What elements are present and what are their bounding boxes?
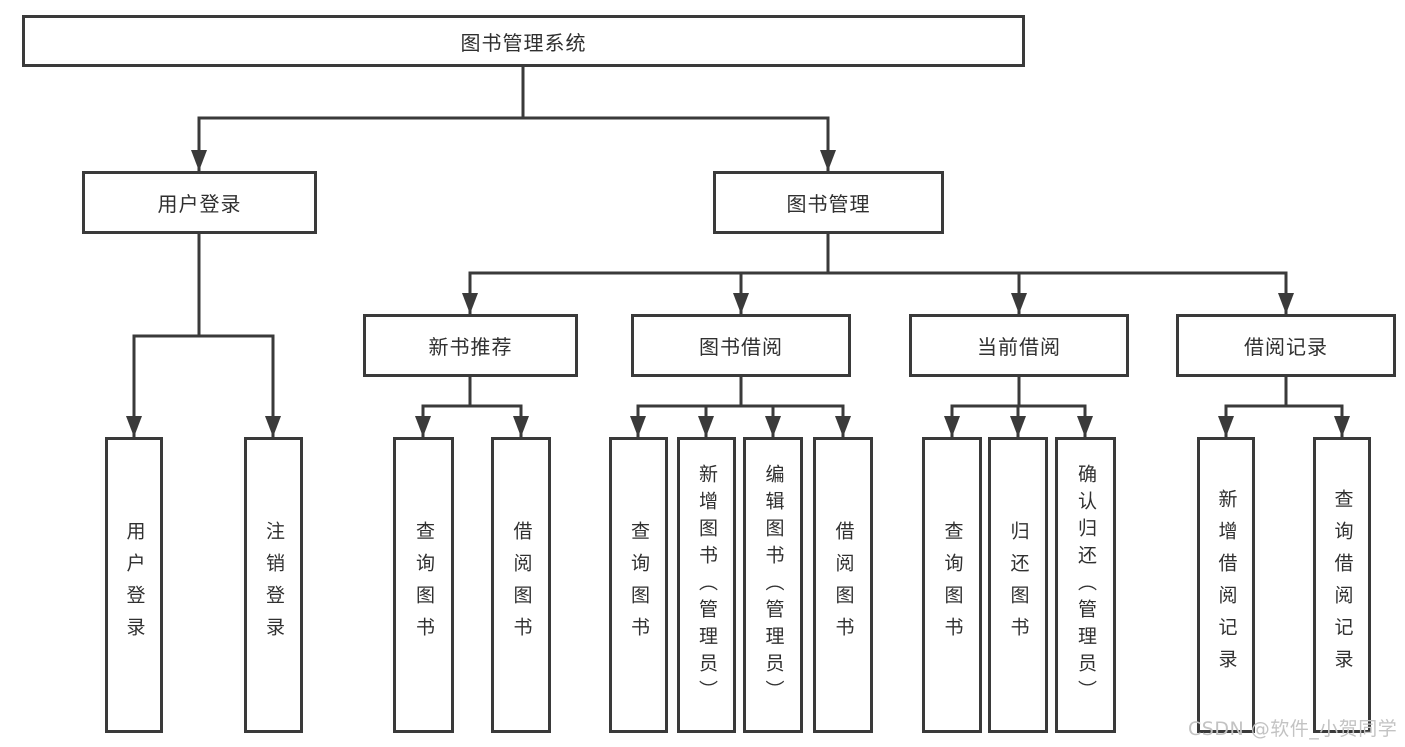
leaf-edit-books-admin: 编辑图书（管理员）	[743, 437, 803, 733]
leaf-add-borrow-record: 新增借阅记录	[1197, 437, 1255, 733]
leaf-borrow-books-borrow: 借阅图书	[813, 437, 873, 733]
arrowhead-icon	[462, 293, 478, 314]
node-label: 图书管理	[786, 192, 871, 216]
node-label: 新增借阅记录	[1215, 489, 1238, 681]
node-label: 新增图书（管理员）	[696, 463, 718, 707]
branch-borrow-records-children	[1218, 375, 1350, 439]
arrowhead-icon	[835, 416, 851, 437]
node-label: 借阅记录	[1244, 335, 1328, 359]
branch-current-borrow-children	[944, 375, 1093, 439]
node-label: 查询图书	[941, 521, 964, 649]
node-label: 用户登录	[123, 521, 146, 649]
node-label: 编辑图书（管理员）	[762, 463, 785, 707]
branch-user-login-children	[126, 232, 281, 439]
arrowhead-icon	[820, 150, 836, 171]
branch-book-borrow-children	[630, 375, 851, 439]
leaf-query-books-current: 查询图书	[922, 437, 982, 733]
node-root: 图书管理系统	[22, 15, 1025, 67]
node-label: 用户登录	[157, 192, 242, 216]
arrowhead-icon	[1011, 293, 1027, 314]
arrowhead-icon	[1218, 416, 1234, 437]
arrowhead-icon	[513, 416, 529, 437]
node-label: 借阅图书	[510, 521, 533, 649]
arrowhead-icon	[765, 416, 781, 437]
arrowhead-icon	[1077, 416, 1093, 437]
arrowhead-icon	[126, 416, 142, 437]
node-user-login: 用户登录	[82, 171, 317, 234]
arrowhead-icon	[1334, 416, 1350, 437]
arrowhead-icon	[191, 150, 207, 171]
arrowhead-icon	[265, 416, 281, 437]
node-label: 图书管理系统	[460, 30, 587, 55]
arrowhead-icon	[944, 416, 960, 437]
node-current-borrow: 当前借阅	[909, 314, 1129, 377]
node-label: 新书推荐	[428, 335, 513, 359]
node-label: 当前借阅	[977, 335, 1061, 359]
leaf-return-books: 归还图书	[988, 437, 1048, 733]
node-label: 注销登录	[263, 521, 285, 649]
node-new-book-recommend: 新书推荐	[363, 314, 578, 377]
node-label: 查询借阅记录	[1331, 489, 1354, 681]
leaf-borrow-books-recommend: 借阅图书	[491, 437, 551, 733]
node-label: 归还图书	[1007, 521, 1030, 649]
leaf-query-books-recommend: 查询图书	[393, 437, 454, 733]
arrowhead-icon	[630, 416, 646, 437]
arrowhead-icon	[415, 416, 431, 437]
leaf-user-login: 用户登录	[105, 437, 163, 733]
leaf-add-books-admin: 新增图书（管理员）	[677, 437, 736, 733]
node-label: 确认归还（管理员）	[1075, 463, 1097, 707]
arrowhead-icon	[1278, 293, 1294, 314]
leaf-query-borrow-record: 查询借阅记录	[1313, 437, 1371, 733]
node-label: 借阅图书	[832, 521, 855, 649]
leaf-logout-login: 注销登录	[244, 437, 303, 733]
arrowhead-icon	[1010, 416, 1026, 437]
node-book-management: 图书管理	[713, 171, 944, 234]
leaf-query-books-borrow: 查询图书	[609, 437, 668, 733]
branch-root-to-level2	[191, 65, 836, 173]
node-label: 查询图书	[413, 521, 435, 649]
arrowhead-icon	[733, 293, 749, 314]
branch-new-book-recommend-children	[415, 375, 529, 439]
node-label: 查询图书	[628, 521, 650, 649]
leaf-confirm-return-admin: 确认归还（管理员）	[1055, 437, 1116, 733]
node-label: 图书借阅	[699, 335, 783, 359]
node-book-borrow: 图书借阅	[631, 314, 851, 377]
branch-book-management-children	[462, 232, 1294, 316]
arrowhead-icon	[698, 416, 714, 437]
csdn-watermark: CSDN @软件_小贺同学	[1188, 718, 1398, 740]
node-borrow-records: 借阅记录	[1176, 314, 1396, 377]
